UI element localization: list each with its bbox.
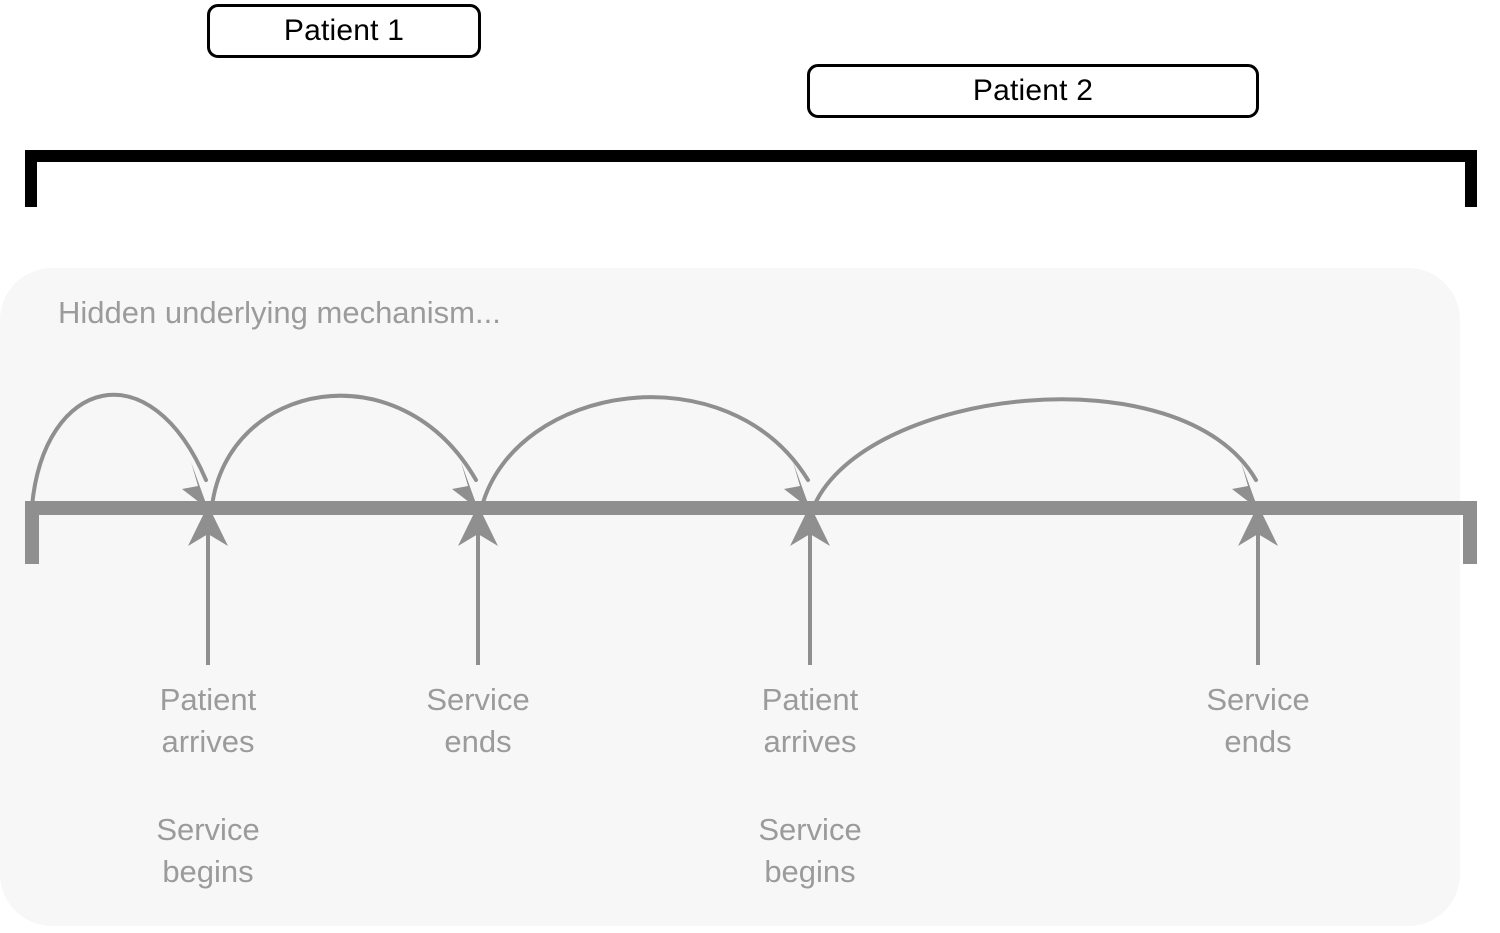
- observed-interval-bracket: [25, 150, 1477, 207]
- hidden-mechanism-panel: [0, 268, 1460, 926]
- patient-2-label-text: Patient 2: [972, 74, 1094, 107]
- patient-2-label-box: Patient 2: [807, 64, 1259, 118]
- hidden-timeline-axis: [25, 501, 1477, 564]
- event-arrowhead-2: [458, 505, 498, 546]
- event-label-1-primary: Patient arrives: [159, 682, 257, 759]
- arc-service-1: [210, 393, 478, 508]
- patient-1-label-box: Patient 1: [207, 4, 481, 58]
- event-arrowhead-3: [790, 505, 830, 546]
- event-label-4-primary: Service ends: [1206, 682, 1310, 759]
- arc-service-2: [812, 397, 1258, 508]
- hidden-mechanism-caption: Hidden underlying mechanism...: [58, 295, 501, 330]
- arc-arrowhead-2: [452, 462, 478, 509]
- arc-arrowhead-1: [182, 462, 208, 509]
- arc-interarrival-1: [30, 392, 208, 508]
- patient-1-label-text: Patient 1: [283, 14, 405, 47]
- event-connectors: [206, 520, 1260, 665]
- arc-arrowheads: [182, 462, 1258, 509]
- arc-interarrival-2: [480, 395, 810, 508]
- event-label-3-secondary: Service begins: [758, 812, 862, 889]
- arc-arrowhead-4: [1232, 462, 1258, 509]
- event-label-1-secondary: Service begins: [156, 812, 260, 889]
- mechanism-arcs: [30, 392, 1258, 508]
- arc-arrowhead-3: [784, 462, 810, 509]
- event-label-2-primary: Service ends: [426, 682, 530, 759]
- event-label-3-primary: Patient arrives: [761, 682, 859, 759]
- event-arrowheads: [188, 505, 1278, 546]
- event-arrowhead-4: [1238, 505, 1278, 546]
- event-arrowhead-1: [188, 505, 228, 546]
